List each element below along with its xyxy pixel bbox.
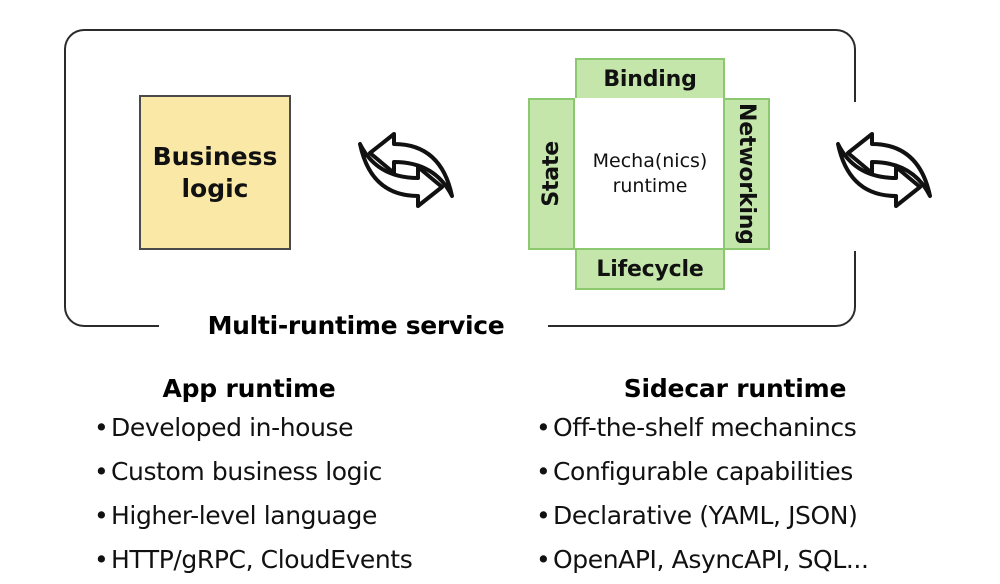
business-logic-label-line2: logic [181, 173, 249, 203]
capability-networking-label: Networking [734, 103, 759, 245]
list-item: •Declarative (YAML, JSON) [536, 494, 1000, 538]
legend-item-text: OpenAPI, AsyncAPI, SQL... [553, 545, 869, 574]
list-item: •Higher-level language [94, 494, 500, 538]
multi-runtime-frame [64, 29, 856, 327]
frame-corner-top-left [64, 29, 88, 53]
legend-item-text: Custom business logic [111, 457, 383, 486]
bullet-icon: • [536, 501, 551, 530]
mecha-runtime-label: Mecha(nics) runtime [593, 149, 708, 199]
list-item: •OpenAPI, AsyncAPI, SQL... [536, 538, 1000, 582]
sync-exchange-icon-left [344, 112, 468, 228]
legend-heading-app-runtime: App runtime [162, 374, 336, 403]
frame-corner-bottom-right [832, 303, 856, 327]
list-item: •Developed in-house [94, 406, 500, 450]
legend-item-text: Off-the-shelf mechanincs [553, 413, 857, 442]
frame-corner-bottom-left [64, 303, 88, 327]
sync-exchange-icon-right [822, 112, 946, 228]
bullet-icon: • [94, 457, 109, 486]
legend-column-sidecar-runtime: Sidecar runtime •Off-the-shelf mechaninc… [500, 372, 1000, 582]
capability-networking: Networking [723, 98, 770, 250]
bullet-icon: • [536, 413, 551, 442]
legend-column-app-runtime: App runtime •Developed in-house •Custom … [0, 372, 500, 582]
frame-edge-top [84, 29, 836, 31]
bullet-icon: • [536, 545, 551, 574]
legend-item-text: HTTP/gRPC, CloudEvents [111, 545, 413, 574]
legend-item-text: Developed in-house [111, 413, 354, 442]
frame-edge-left [64, 49, 66, 307]
list-item: •Custom business logic [94, 450, 500, 494]
bullet-icon: • [94, 413, 109, 442]
frame-edge-right-lower [854, 251, 856, 307]
mecha-runtime-label-line1: Mecha(nics) [592, 150, 708, 172]
legend-list-app-runtime: •Developed in-house •Custom business log… [48, 406, 500, 582]
sidecar-runtime-cross: Binding State Mecha(nics) runtime Networ… [528, 58, 770, 290]
frame-edge-bottom-left [84, 325, 159, 327]
list-item: •Off-the-shelf mechanincs [536, 406, 1000, 450]
capability-lifecycle-label: Lifecycle [596, 256, 704, 282]
legend-item-text: Configurable capabilities [553, 457, 853, 486]
business-logic-box: Business logic [139, 95, 291, 250]
capability-binding-label: Binding [603, 66, 697, 92]
legend-item-text: Declarative (YAML, JSON) [553, 501, 858, 530]
legend-item-text: Higher-level language [111, 501, 377, 530]
frame-edge-bottom-right [548, 325, 836, 327]
runtime-legend: App runtime •Developed in-house •Custom … [0, 372, 1000, 582]
frame-edge-right-upper [854, 49, 856, 102]
mecha-runtime-core: Mecha(nics) runtime [575, 98, 725, 250]
bullet-icon: • [94, 545, 109, 574]
business-logic-label: Business logic [153, 141, 278, 205]
legend-heading-sidecar-runtime: Sidecar runtime [623, 374, 847, 403]
bullet-icon: • [94, 501, 109, 530]
capability-state-label: State [539, 141, 564, 207]
bullet-icon: • [536, 457, 551, 486]
multi-runtime-service-label: Multi-runtime service [196, 310, 516, 342]
frame-corner-top-right [832, 29, 856, 53]
capability-lifecycle: Lifecycle [575, 248, 725, 290]
mecha-runtime-label-line2: runtime [612, 175, 688, 197]
legend-list-sidecar-runtime: •Off-the-shelf mechanincs •Configurable … [500, 406, 1000, 582]
capability-binding: Binding [575, 58, 725, 100]
list-item: •HTTP/gRPC, CloudEvents [94, 538, 500, 582]
business-logic-label-line1: Business [152, 141, 278, 171]
list-item: •Configurable capabilities [536, 450, 1000, 494]
capability-state: State [528, 98, 575, 250]
